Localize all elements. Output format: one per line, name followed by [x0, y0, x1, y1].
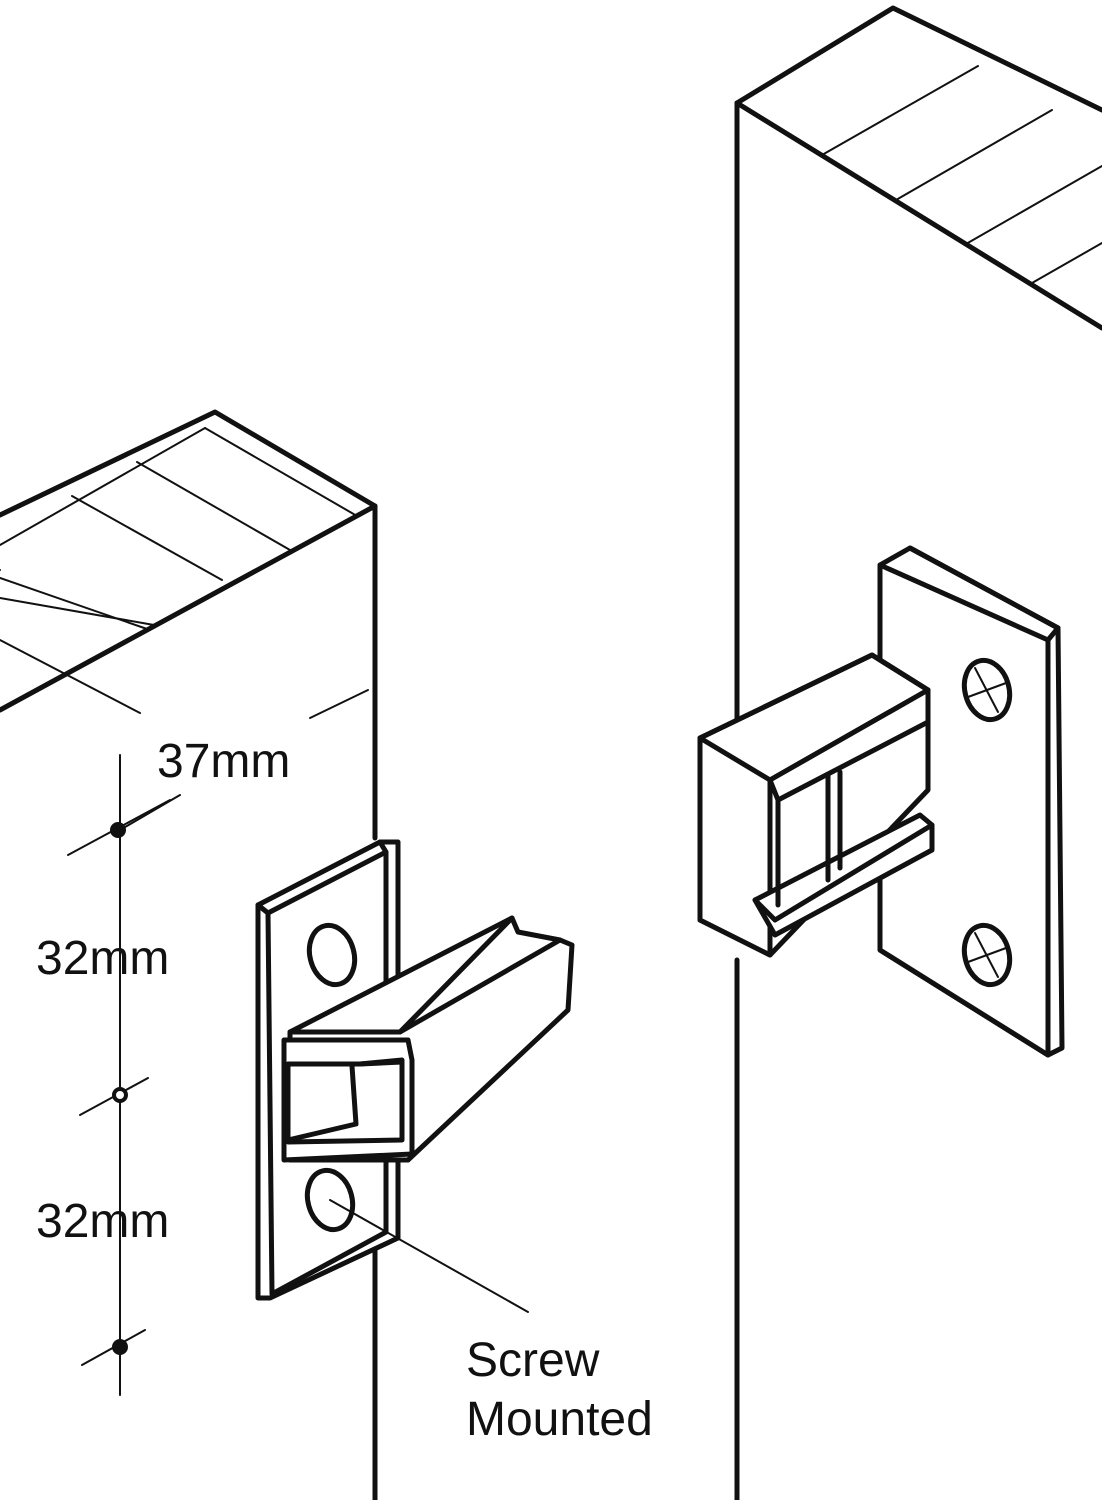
upper-screw — [961, 657, 1013, 723]
caption-line-1: Screw — [466, 1334, 600, 1387]
dimension-label-32mm-lower: 32mm — [36, 1195, 170, 1248]
right-panel-top-hatching — [821, 65, 1102, 284]
dimension-label-37mm: 37mm — [157, 735, 291, 788]
right-hinge — [697, 545, 1065, 1058]
screw-mounted-caption: Screw Mounted — [466, 1332, 653, 1449]
dimension-point-1 — [110, 822, 126, 838]
dimension-point-3 — [112, 1339, 128, 1355]
dimension-point-2 — [112, 1087, 128, 1103]
caption-line-2: Mounted — [466, 1392, 653, 1446]
upper-screw-hole — [306, 922, 358, 988]
dimension-lines — [67, 689, 369, 1396]
left-cabinet-panel — [0, 409, 378, 1500]
dimension-label-32mm-upper: 32mm — [36, 932, 170, 985]
left-panel-top-hatching — [0, 427, 358, 714]
caption-leader-line — [329, 1199, 529, 1313]
right-cabinet-panel — [734, 5, 1102, 1500]
left-hinge — [255, 839, 575, 1301]
lower-screw — [961, 922, 1013, 988]
